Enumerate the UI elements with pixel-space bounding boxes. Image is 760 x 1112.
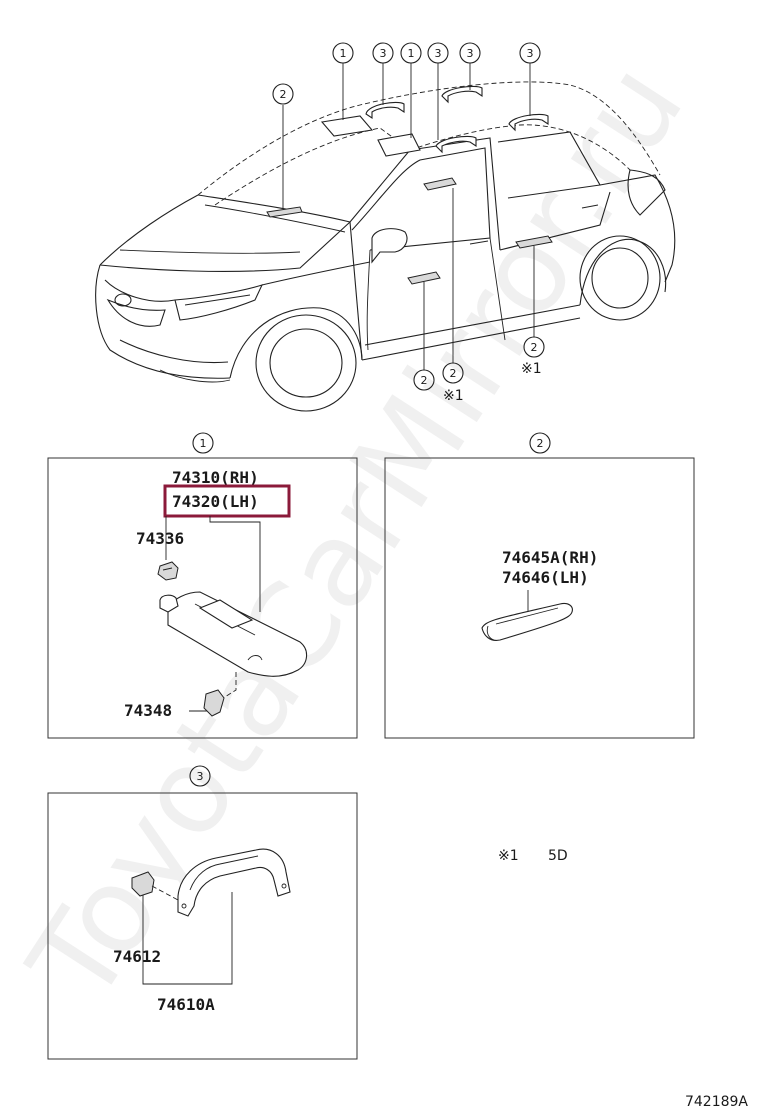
- note-asterisk-symbol: ※1: [498, 848, 519, 864]
- car-leader-lines: [282, 63, 535, 370]
- svg-text:3: 3: [467, 47, 474, 60]
- svg-text:2: 2: [531, 341, 538, 354]
- figure-code: 742189A: [685, 1094, 748, 1110]
- callout-2-roof-left: 2: [272, 83, 294, 105]
- callout-1-right: 1: [400, 42, 422, 64]
- svg-text:2: 2: [537, 437, 544, 450]
- callout-3-center: 3: [459, 42, 481, 64]
- car-illustration: [95, 81, 676, 412]
- svg-text:2: 2: [450, 367, 457, 380]
- callout-2-pillar: 2: [442, 362, 464, 384]
- svg-text:3: 3: [435, 47, 442, 60]
- callout-3-middle: 3: [427, 42, 449, 64]
- part-74320-lh: 74320(LH): [172, 492, 259, 511]
- panel-3: 3 74612 74610A: [47, 765, 358, 1060]
- svg-text:3: 3: [197, 770, 204, 783]
- watermark: ToyotaCarMirror.ru: [2, 40, 710, 1027]
- part-74336: 74336: [136, 529, 184, 548]
- callout-2-rear-door: 2: [523, 336, 545, 358]
- svg-text:2: 2: [421, 374, 428, 387]
- svg-text:3: 3: [527, 47, 534, 60]
- panel-1: 1 74310(RH) 74320(LH) 74336 74348: [47, 432, 358, 739]
- callout-2-front-door: 2: [413, 369, 435, 391]
- panel-2: 2 74645A(RH) 74646(LH): [384, 432, 695, 739]
- part-74348: 74348: [124, 701, 172, 720]
- svg-text:1: 1: [340, 47, 347, 60]
- part-74612: 74612: [113, 947, 161, 966]
- car-callouts: 2 1 3 1 3 3 3 2 2 2 ※1 ※1: [272, 42, 545, 404]
- svg-text:1: 1: [408, 47, 415, 60]
- callout-1-left: 1: [332, 42, 354, 64]
- part-74610a: 74610A: [157, 995, 215, 1014]
- note-asterisk-rear-door: ※1: [521, 361, 542, 377]
- highlight-74320-lh: [163, 484, 291, 518]
- svg-text:2: 2: [280, 88, 287, 101]
- part-74645a-rh: 74645A(RH): [502, 548, 598, 567]
- part-74646-lh: 74646(LH): [502, 568, 589, 587]
- note-asterisk-pillar: ※1: [443, 388, 464, 404]
- svg-text:1: 1: [200, 437, 207, 450]
- callout-3-rear: 3: [519, 42, 541, 64]
- part-74310-rh: 74310(RH): [172, 468, 259, 487]
- legend-note: ※1 5D: [498, 848, 568, 864]
- svg-text:3: 3: [380, 47, 387, 60]
- note-asterisk-meaning: 5D: [548, 848, 568, 864]
- callout-3-left: 3: [372, 42, 394, 64]
